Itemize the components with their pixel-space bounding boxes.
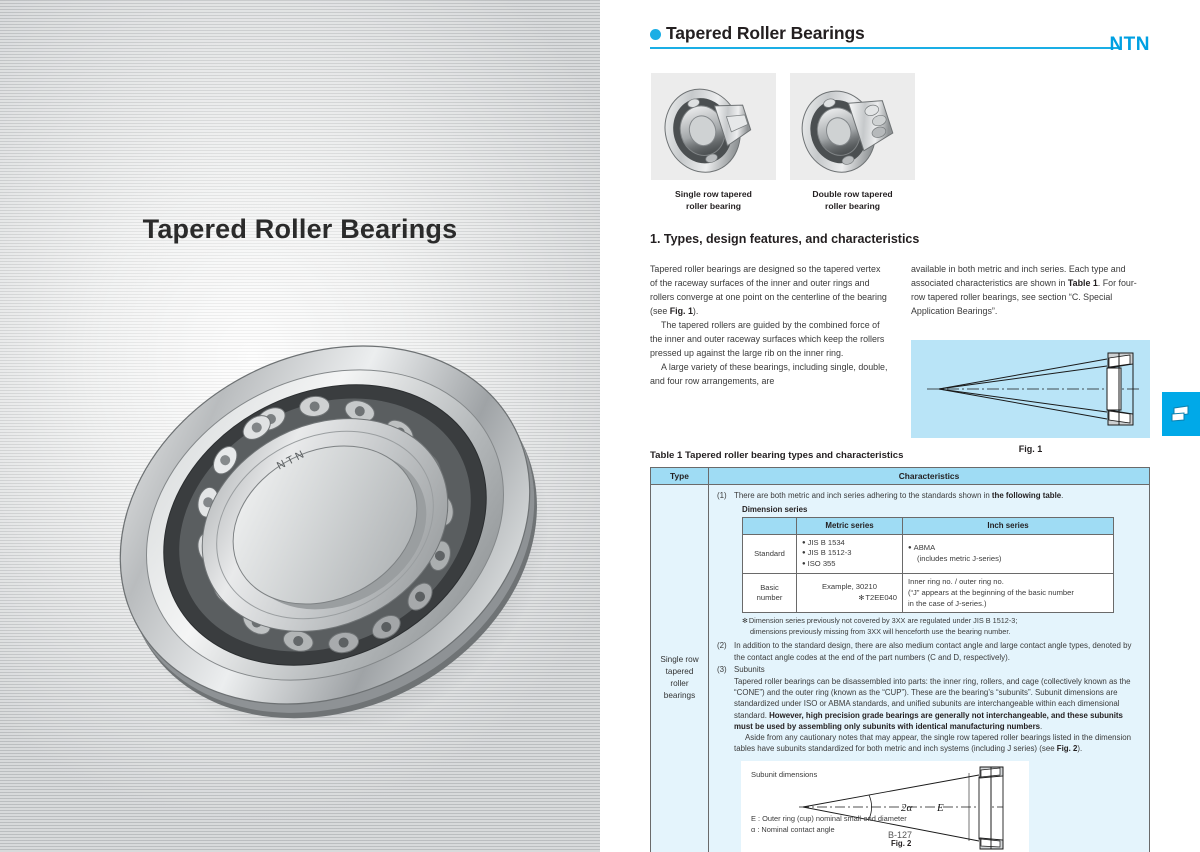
nested-cell-metric: JIS B 1534 JIS B 1512-3 ISO 355 <box>796 533 903 575</box>
paragraph-1: Tapered roller bearings are designed so … <box>650 264 887 316</box>
section-tab[interactable] <box>1162 392 1200 436</box>
section-heading: 1. Types, design features, and character… <box>650 232 920 246</box>
dimension-series-label: Dimension series <box>742 505 808 515</box>
header-divider <box>650 47 1118 49</box>
ntn-logo: NTN <box>1109 34 1150 55</box>
nested-header-inch: Inch series <box>902 517 1114 535</box>
nested-cell-inch: Inner ring no. / outer ring no. (“J” app… <box>902 572 1114 614</box>
figure-1-caption: Fig. 1 <box>1018 444 1043 454</box>
list-item-2: (2) In addition to the standard design, … <box>717 641 1132 662</box>
nested-row-standard: Standard JIS B 1534 JIS B 1512-3 ISO 355… <box>742 533 1114 575</box>
nested-cell-metric: Example, 30210 T2EE040 <box>796 572 903 614</box>
bearing-photograph: NTN <box>75 325 575 725</box>
dimension-series-table: Metric series Inch series Standard JIS B… <box>742 517 1114 614</box>
bearing-tab-icon <box>1171 405 1189 422</box>
body-column-left: Tapered roller bearings are designed so … <box>650 263 889 389</box>
figure-2: Subunit dimensions <box>741 760 1029 852</box>
figure-2-legend: E : Outer ring (cup) nominal small-end d… <box>751 814 907 834</box>
page-number: B-127 <box>887 830 913 840</box>
figure-2-angle-annotation: 2α <box>901 802 913 814</box>
table-title: Table 1 Tapered roller bearing types and… <box>650 450 904 461</box>
photo-frame <box>790 73 915 180</box>
subunits-paragraph-1: Tapered roller bearings can be disassemb… <box>734 677 1131 731</box>
nested-row-basic-number: Basic number Example, 30210 T2EE040 Inne… <box>742 572 1114 614</box>
figure-2-label: Subunit dimensions <box>751 769 818 779</box>
cell-characteristics: (1) There are both metric and inch serie… <box>708 484 1150 852</box>
list-item-3: (3) Subunits <box>717 664 765 674</box>
paragraph-2: The tapered rollers are guided by the co… <box>650 319 885 358</box>
cover-panel: Tapered Roller Bearings <box>0 0 600 852</box>
photo-caption: Double row tapered roller bearing <box>812 189 893 211</box>
paragraph-3: A large variety of these bearings, inclu… <box>650 361 888 386</box>
nested-header-metric: Metric series <box>796 517 903 535</box>
nested-cell-label: Basic number <box>742 572 797 614</box>
nested-cell-label: Standard <box>742 533 797 575</box>
page-title: Tapered Roller Bearings <box>666 23 865 43</box>
figure-2-caption: Fig. 2 <box>891 839 912 849</box>
dot-icon <box>650 29 661 40</box>
nested-header-blank <box>742 517 797 535</box>
product-photo-double-row: Double row tapered roller bearing <box>790 73 915 212</box>
table-footnote: Dimension series previously not covered … <box>742 616 1143 637</box>
subunits-paragraph-2: Aside from any cautionary notes that may… <box>734 733 1131 754</box>
figure-2-diameter-annotation: E <box>936 802 944 814</box>
cover-title: Tapered Roller Bearings <box>142 214 458 244</box>
nested-cell-inch: ABMA (includes metric J-series) <box>902 533 1114 575</box>
photo-caption: Single row tapered roller bearing <box>675 189 752 211</box>
photo-frame <box>651 73 776 180</box>
list-item-1: (1) There are both metric and inch serie… <box>717 491 1064 500</box>
body-columns: Tapered roller bearings are designed so … <box>650 263 1150 389</box>
paragraph-4: available in both metric and inch series… <box>911 264 1137 316</box>
product-photo-row: Single row tapered roller bearing <box>651 73 915 212</box>
body-column-right: available in both metric and inch series… <box>911 263 1150 389</box>
product-photo-single-row: Single row tapered roller bearing <box>651 73 776 212</box>
figure-1: Fig. 1 <box>911 340 1150 454</box>
document-header: Tapered Roller Bearings NTN <box>650 23 1150 55</box>
figure-1-image <box>911 340 1150 438</box>
content-panel: Tapered Roller Bearings NTN <box>600 0 1200 852</box>
column-header-characteristics: Characteristics <box>708 467 1150 485</box>
table-header-row: Type Characteristics <box>650 467 1150 485</box>
column-header-type: Type <box>650 467 709 485</box>
nested-header-row: Metric series Inch series <box>742 517 1114 535</box>
